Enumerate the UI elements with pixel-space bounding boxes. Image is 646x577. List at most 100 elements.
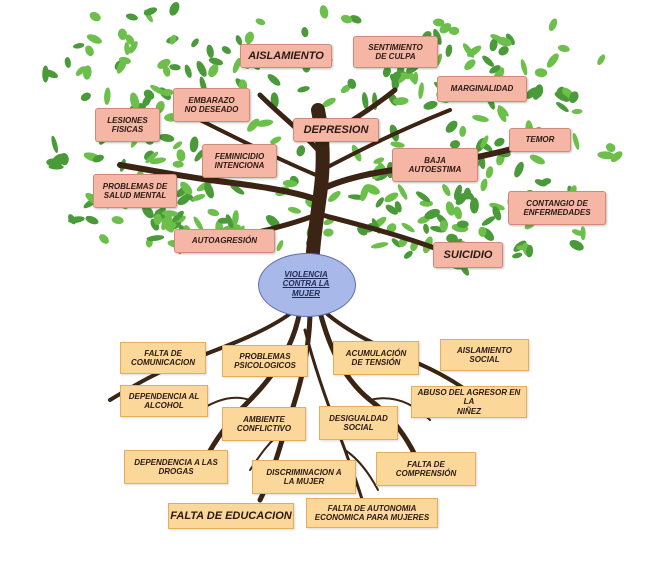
leaf bbox=[456, 220, 469, 228]
leaf bbox=[204, 182, 214, 199]
leaf bbox=[255, 119, 274, 127]
leaf bbox=[255, 18, 266, 26]
leaf bbox=[207, 208, 220, 217]
leaf bbox=[580, 226, 586, 241]
leaf bbox=[124, 42, 130, 56]
leaf bbox=[569, 91, 579, 104]
leaf bbox=[442, 184, 451, 197]
leaf bbox=[276, 240, 284, 252]
cause-falta-de-comprension: FALTA DE COMPRENSIÓN bbox=[376, 452, 476, 486]
cause-dependencia-al-alcohol: DEPENDENCIA AL ALCOHOL bbox=[120, 385, 208, 417]
effect-suicidio: SUICIDIO bbox=[433, 242, 503, 268]
leaf bbox=[153, 213, 162, 226]
leaf bbox=[514, 161, 524, 178]
leaf bbox=[142, 204, 154, 219]
leaf bbox=[68, 214, 76, 225]
leaf bbox=[505, 33, 515, 46]
leaf bbox=[349, 15, 362, 24]
leaf bbox=[143, 7, 158, 16]
leaf bbox=[398, 71, 410, 84]
leaf bbox=[125, 34, 135, 46]
leaf bbox=[385, 204, 398, 215]
leaf bbox=[172, 141, 183, 150]
leaf bbox=[282, 179, 298, 188]
leaf bbox=[319, 5, 329, 19]
leaf bbox=[42, 65, 49, 83]
leaf bbox=[301, 27, 309, 38]
leaf bbox=[125, 13, 138, 21]
leaf bbox=[111, 216, 124, 225]
leaf bbox=[520, 59, 528, 76]
leaf bbox=[169, 1, 180, 16]
leaf bbox=[157, 58, 171, 69]
leaf bbox=[481, 216, 496, 226]
leaf bbox=[172, 160, 184, 168]
leaf bbox=[364, 184, 380, 195]
leaf bbox=[85, 215, 99, 225]
leaf bbox=[548, 18, 558, 31]
leaf bbox=[386, 223, 397, 234]
leaf bbox=[403, 250, 413, 259]
leaf bbox=[64, 57, 71, 68]
leaf bbox=[189, 136, 199, 153]
cause-falta-de-autonomia: FALTA DE AUTONOMIA ECONOMICA PARA MUJERE… bbox=[306, 498, 438, 528]
effect-embarazo-no-deseado: EMBARAZO NO DESEADO bbox=[173, 88, 250, 122]
cause-desigualdad-social: DESIGUALDAD SOCIAL bbox=[319, 406, 398, 440]
leaf bbox=[556, 101, 569, 113]
leaf bbox=[176, 149, 186, 162]
effect-aislamiento: AISLAMIENTO bbox=[240, 44, 332, 68]
leaf bbox=[597, 54, 606, 65]
cause-abuso-del-agresor: ABUSO DEL AGRESOR EN LA NIÑEZ bbox=[411, 386, 527, 418]
leaf bbox=[455, 192, 467, 205]
leaf bbox=[445, 120, 458, 133]
leaf bbox=[86, 34, 102, 44]
leaf bbox=[397, 184, 408, 200]
leaf bbox=[382, 66, 391, 78]
leaf bbox=[75, 66, 86, 76]
leaf bbox=[196, 60, 207, 77]
leaf bbox=[129, 92, 140, 110]
leaf bbox=[184, 64, 192, 78]
cause-acumulacion-de-tension: ACUMULACIÓN DE TENSIÓN bbox=[333, 341, 419, 375]
leaf bbox=[448, 26, 460, 36]
leaf bbox=[390, 141, 405, 148]
leaf bbox=[158, 133, 175, 142]
leaf bbox=[469, 197, 479, 214]
leaf bbox=[296, 145, 306, 157]
leaf bbox=[439, 220, 448, 232]
leaf bbox=[534, 179, 547, 187]
leaf bbox=[449, 140, 461, 149]
leaf bbox=[485, 166, 494, 179]
leaf bbox=[482, 55, 494, 67]
leaf bbox=[463, 187, 472, 200]
leaf bbox=[161, 88, 174, 97]
leaf bbox=[401, 222, 415, 233]
leaf bbox=[489, 202, 505, 211]
leaf bbox=[244, 31, 254, 44]
leaf bbox=[177, 194, 191, 206]
leaf bbox=[571, 108, 583, 115]
leaf bbox=[297, 86, 310, 93]
effect-baja-autoestima: BAJA AUTOESTIMA bbox=[392, 148, 478, 182]
effect-feminicidio-intencional: FEMINICIDIO INTENCIONA bbox=[202, 144, 277, 178]
leaf bbox=[569, 240, 584, 251]
center-label: VIOLENCIA CONTRA LA MUJER bbox=[282, 269, 330, 298]
leaf bbox=[389, 73, 399, 84]
leaf bbox=[529, 154, 545, 165]
leaf bbox=[492, 206, 502, 221]
leaf bbox=[424, 208, 440, 220]
leaf bbox=[80, 92, 91, 102]
effect-lesiones-fisicas: LESIONES FISICAS bbox=[95, 108, 160, 142]
leaf bbox=[104, 87, 111, 105]
leaf bbox=[92, 154, 104, 163]
leaf bbox=[287, 206, 302, 214]
cause-dependencia-a-las-drogas: DEPENDENCIA A LAS DROGAS bbox=[124, 450, 228, 484]
leaf bbox=[208, 64, 219, 78]
leaf bbox=[459, 125, 467, 137]
leaf bbox=[498, 46, 509, 56]
leaf bbox=[571, 229, 583, 236]
leaf bbox=[82, 65, 92, 80]
leaf bbox=[472, 114, 489, 123]
leaf bbox=[489, 65, 501, 74]
